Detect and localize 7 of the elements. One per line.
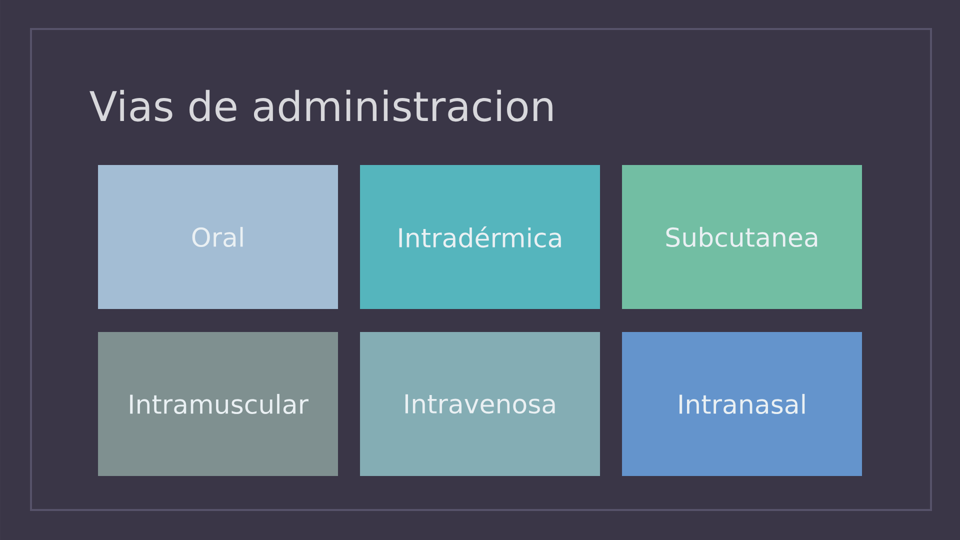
tile-box: Intradérmica bbox=[360, 165, 600, 309]
tile-box: Subcutanea bbox=[622, 165, 862, 309]
tile-box: Oral bbox=[98, 165, 338, 309]
tile-box: Intranasal bbox=[622, 332, 862, 476]
tile-box: Intravenosa bbox=[360, 332, 600, 476]
title: Vias de administracion bbox=[90, 90, 552, 122]
tile-box: Intramuscular bbox=[98, 332, 338, 476]
